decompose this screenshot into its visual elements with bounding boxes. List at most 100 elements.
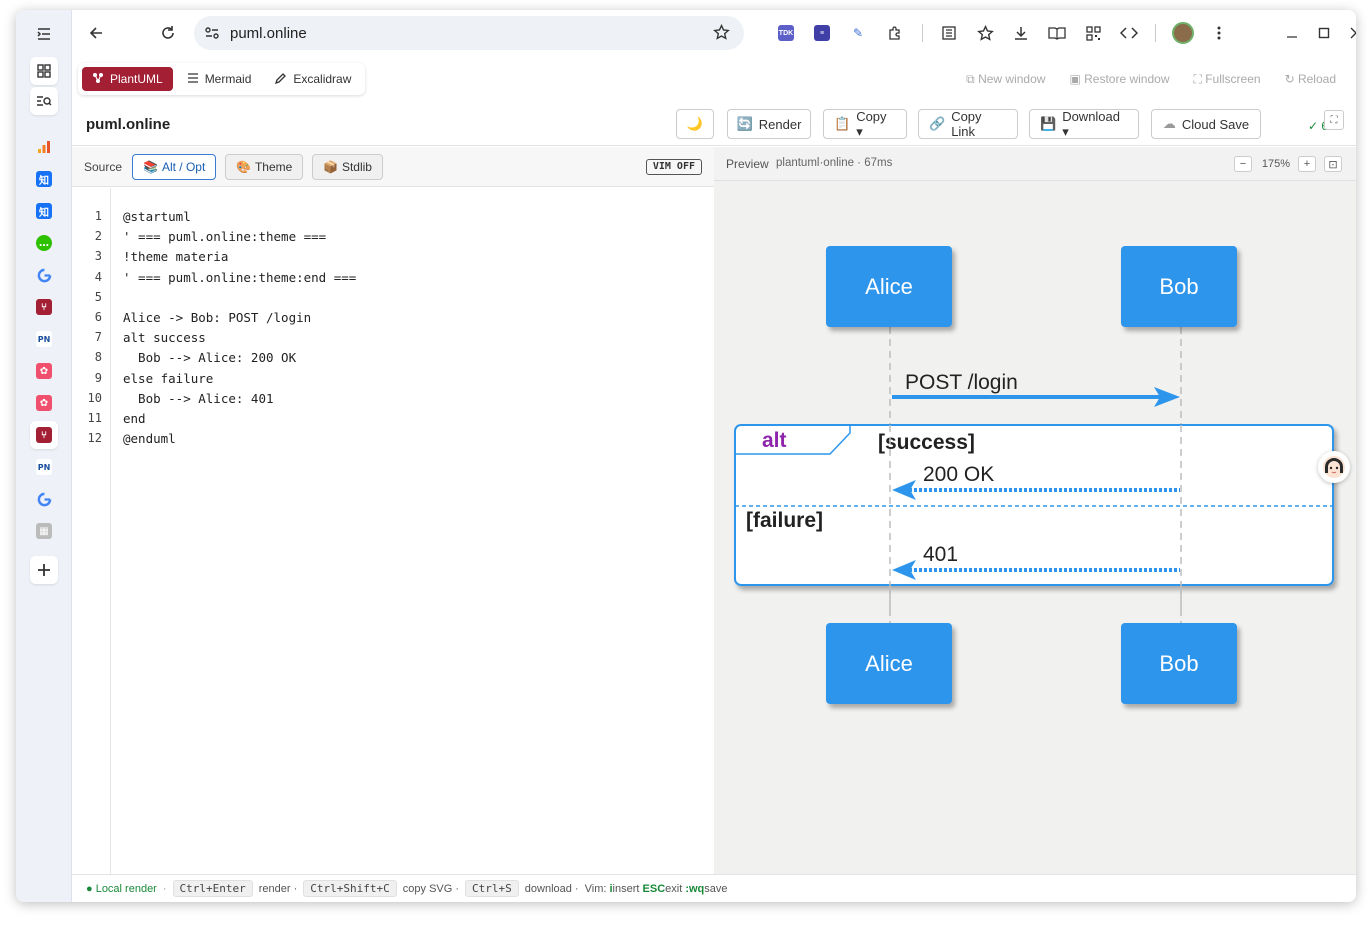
browser-window: 知 知 … ⑂ PN ✿ ✿ ⑂ PN ▦ puml.online [16,10,1356,902]
more-menu-icon[interactable] [1207,21,1231,45]
favorites-star-icon[interactable] [973,21,997,45]
tab-flower-icon[interactable]: ✿ [30,357,58,385]
site-info-icon[interactable] [204,25,220,46]
local-render-indicator: ● Local render [86,882,157,895]
fit-to-screen-button[interactable]: ⊡ [1324,156,1342,172]
window-controls: ⧉ New window ▣ Restore window ⛶ Fullscre… [966,72,1336,87]
tab-zhihu-icon-2[interactable]: 知 [30,197,58,225]
cloud-save-button[interactable]: ☁ Cloud Save [1151,109,1261,139]
source-label: Source [84,160,123,174]
line-number: 2 [94,229,102,244]
download-icon[interactable] [1009,21,1033,45]
copy-link-button[interactable]: 🔗 Copy Link [918,109,1018,139]
copy-button[interactable]: 📋 Copy ▾ [823,109,907,139]
expand-icon[interactable]: ⛶ [1324,110,1344,130]
render-button[interactable]: 🔄 Render [727,109,811,139]
back-arrow-icon[interactable] [84,21,108,45]
tab-zhihu-icon[interactable]: 知 [30,165,58,193]
code-line[interactable]: @enduml [123,431,176,447]
zoom-in-button[interactable]: + [1298,156,1316,172]
tab-pn-icon-2[interactable]: PN [30,453,58,481]
code-line[interactable]: Bob --> Alice: 401 [123,390,274,406]
address-bar[interactable]: puml.online [194,16,744,50]
vim-mode-toggle[interactable]: VIM OFF [645,159,702,175]
vim-help-prefix: Vim: [584,882,607,895]
theme-button[interactable]: 🎨 Theme [225,154,304,180]
vim-esc-key: ESC [642,882,666,895]
copy-label: Copy ▾ [856,108,887,139]
reload-icon[interactable] [156,21,180,45]
forms-extension-icon[interactable]: ≡ [814,25,830,41]
line-number: 9 [94,370,102,385]
tab-wechat-icon[interactable]: … [30,229,58,257]
stdlib-button[interactable]: 📦 Stdlib [312,154,383,180]
close-window-icon[interactable] [1344,21,1356,45]
participant-bob-top[interactable]: Bob [1121,246,1237,327]
bookmark-star-icon[interactable] [713,23,730,46]
code-line[interactable]: !theme materia [123,249,229,265]
alt-opt-button[interactable]: 📚 Alt / Opt [132,154,217,180]
preview-label: Preview [726,157,769,171]
download-button[interactable]: 💾 Download ▾ [1029,109,1139,139]
tdk-extension-icon[interactable]: TDK [778,25,794,41]
tab-google-icon-2[interactable] [30,485,58,513]
tab-search-icon[interactable] [30,87,58,115]
restore-window-button[interactable]: ▣ Restore window [1069,72,1170,86]
code-line[interactable]: Alice -> Bob: POST /login [123,310,312,325]
minimize-icon[interactable] [1280,21,1304,45]
tab-mermaid[interactable]: Mermaid [177,67,262,91]
message-401[interactable]: 401 [892,543,1180,580]
maximize-icon[interactable] [1312,21,1336,45]
tab-plantuml[interactable]: PlantUML [82,67,173,91]
tab-plantuml-icon[interactable]: ⑂ [30,293,58,321]
participant-alice-top[interactable]: Alice [826,246,952,327]
devtools-code-icon[interactable] [1117,21,1141,45]
theme-label: Theme [254,160,293,174]
tab-flower-icon-2[interactable]: ✿ [30,389,58,417]
code-line[interactable]: ' === puml.online:theme:end === [123,269,357,285]
assistant-avatar[interactable] [1318,451,1350,483]
url-text[interactable]: puml.online [230,25,307,42]
vim-insert-desc: insert [612,882,640,895]
alt-fragment[interactable]: alt [success] [failure] [734,424,1334,586]
tab-plantuml-icon-active[interactable]: ⑂ [30,421,58,449]
restore-window-label: Restore window [1084,72,1170,86]
new-window-button[interactable]: ⧉ New window [966,72,1046,86]
message-post-login[interactable]: POST /login [892,371,1180,407]
tab-excalidraw[interactable]: Excalidraw [265,67,361,91]
participant-alice-top-label: Alice [865,274,913,299]
zoom-out-button[interactable]: − [1234,156,1252,172]
tab-google-icon[interactable] [30,261,58,289]
code-line[interactable]: ' === puml.online:theme === [123,229,327,245]
diagram-preview[interactable]: Alice Bob POST /login alt [success] [fai… [714,181,1356,874]
alt-keyword: alt [762,429,787,452]
collapse-sidebar-icon[interactable] [30,20,58,48]
tab-pn-icon[interactable]: PN [30,325,58,353]
vim-wq-key: :wq [685,882,705,895]
code-line[interactable]: @startuml [123,209,191,224]
participant-alice-bottom[interactable]: Alice [826,623,952,704]
translate-extension-icon[interactable]: ✎ [850,25,866,41]
profile-avatar[interactable] [1172,22,1194,44]
tab-grid-icon[interactable] [30,57,58,85]
fullscreen-button[interactable]: ⛶ Fullscreen [1193,72,1261,86]
participant-bob-bottom[interactable]: Bob [1121,623,1237,704]
code-line[interactable]: alt success [123,330,206,346]
code-line[interactable]: end [123,411,146,426]
qr-code-icon[interactable] [1081,21,1105,45]
reload-button[interactable]: ↻ Reload [1284,72,1336,86]
code-line[interactable]: else failure [123,370,214,386]
new-tab-plus-icon[interactable] [30,556,58,584]
extensions-puzzle-icon[interactable] [883,21,907,45]
line-number: 7 [94,330,102,345]
tab-analytics-icon[interactable] [30,133,58,161]
palette-icon: 🎨 [236,160,251,174]
tab-page-icon[interactable]: ▦ [30,517,58,545]
code-line[interactable]: Bob --> Alice: 200 OK [123,350,297,366]
dark-mode-toggle[interactable]: 🌙 [676,109,714,139]
message-200-ok[interactable]: 200 OK [889,425,1182,585]
floppy-disk-icon: 💾 [1040,116,1057,131]
reader-mode-icon[interactable] [1045,21,1069,45]
reading-list-icon[interactable] [937,21,961,45]
